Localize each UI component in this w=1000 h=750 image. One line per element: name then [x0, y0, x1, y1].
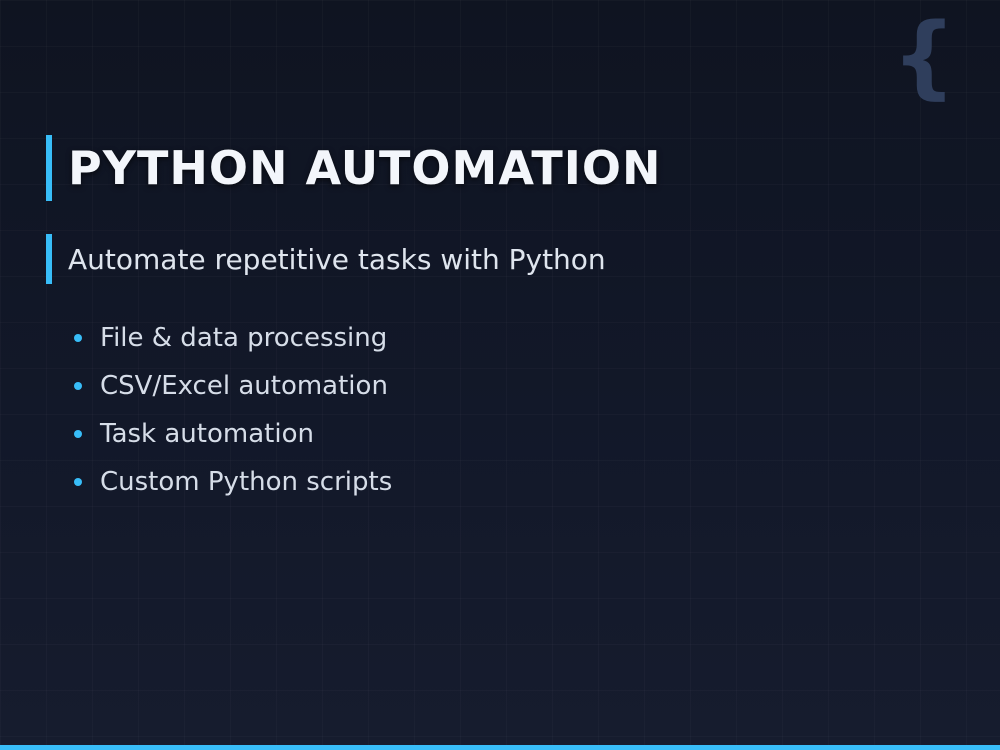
slide-title: PYTHON AUTOMATION [68, 141, 662, 195]
subtitle-block: Automate repetitive tasks with Python [46, 234, 606, 284]
list-item-text: File & data processing [100, 323, 388, 353]
bullet-dot-icon [74, 430, 82, 438]
list-item: Custom Python scripts [74, 458, 392, 506]
list-item: CSV/Excel automation [74, 362, 392, 410]
curly-brace-icon: { [891, 4, 956, 109]
bullet-dot-icon [74, 334, 82, 342]
list-item-text: Task automation [100, 419, 314, 449]
bullet-dot-icon [74, 478, 82, 486]
title-block: PYTHON AUTOMATION [46, 135, 661, 201]
bullet-dot-icon [74, 382, 82, 390]
list-item: Task automation [74, 410, 392, 458]
slide-subtitle: Automate repetitive tasks with Python [68, 242, 606, 276]
bottom-accent-bar [0, 745, 1000, 750]
list-item-text: CSV/Excel automation [100, 371, 388, 401]
bullet-list: File & data processing CSV/Excel automat… [74, 314, 392, 506]
list-item-text: Custom Python scripts [100, 467, 393, 497]
list-item: File & data processing [74, 314, 392, 362]
